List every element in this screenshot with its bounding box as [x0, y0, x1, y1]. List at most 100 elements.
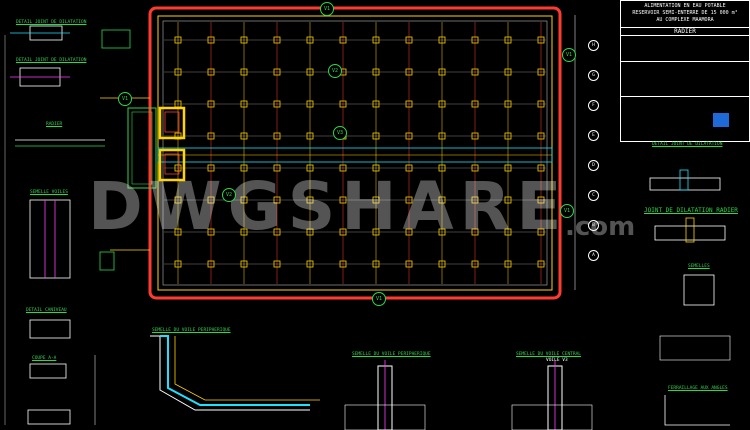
left-details: [4, 25, 131, 425]
axis-bubble-h: H: [588, 40, 599, 51]
column: [537, 164, 545, 172]
column: [207, 196, 215, 204]
column: [537, 196, 545, 204]
label-radier: RADIER: [46, 122, 63, 127]
title-line-2: RESERVOIR SEMI-ENTERRE DE 15 000 m³: [632, 10, 738, 16]
column: [405, 100, 413, 108]
column: [471, 196, 479, 204]
column: [405, 68, 413, 76]
column: [405, 228, 413, 236]
column: [537, 100, 545, 108]
column: [240, 132, 248, 140]
column: [174, 36, 182, 44]
column: [306, 132, 314, 140]
label-detail-joint-right: DETAIL JOINT DE DILATATION: [652, 142, 723, 147]
column: [537, 260, 545, 268]
axis-bubble-e: E: [588, 130, 599, 141]
wall-tag-v1: V1: [562, 48, 576, 62]
column: [207, 260, 215, 268]
column: [339, 100, 347, 108]
axis-bubble-c: C: [588, 190, 599, 201]
sheet-name: RADIER: [621, 27, 749, 36]
column: [537, 228, 545, 236]
column: [240, 68, 248, 76]
column: [306, 100, 314, 108]
column: [504, 100, 512, 108]
column: [438, 164, 446, 172]
column: [339, 164, 347, 172]
column: [471, 260, 479, 268]
column: [471, 132, 479, 140]
column: [174, 164, 182, 172]
label-semelles: SEMELLES: [688, 264, 710, 269]
reservoir-plan: [100, 6, 576, 300]
column: [273, 132, 281, 140]
column: [405, 260, 413, 268]
column: [273, 260, 281, 268]
column: [207, 132, 215, 140]
column: [471, 100, 479, 108]
column: [339, 196, 347, 204]
column: [207, 228, 215, 236]
label-semelle-voile-periph-1: SEMELLE DU VOILE PERIPHERIQUE: [152, 328, 231, 333]
column: [471, 164, 479, 172]
column: [273, 228, 281, 236]
column: [372, 68, 380, 76]
column: [240, 164, 248, 172]
column: [372, 164, 380, 172]
column: [174, 196, 182, 204]
column: [372, 260, 380, 268]
column: [174, 68, 182, 76]
column: [306, 196, 314, 204]
label-semelle-voile-periph-2: SEMELLE DU VOILE PERIPHERIQUE: [352, 352, 431, 357]
axis-bubble-g: G: [588, 70, 599, 81]
column: [504, 228, 512, 236]
column: [372, 228, 380, 236]
column: [240, 196, 248, 204]
column: [273, 36, 281, 44]
column: [372, 132, 380, 140]
label-semelle-voiles: SEMELLE VOILES: [30, 190, 68, 195]
axis-bubble-f: F: [588, 100, 599, 111]
label-voile-v3: VOILE V3: [546, 358, 568, 363]
column: [339, 260, 347, 268]
column: [537, 132, 545, 140]
wall-tag-v2: V2: [328, 64, 342, 78]
column: [438, 228, 446, 236]
title-line-3: AU COMPLEXE MAAMORA: [656, 17, 714, 23]
label-detail-joint-2: DETAIL JOINT DE DILATATION: [16, 58, 87, 63]
column: [537, 36, 545, 44]
wall-tag-v1: V1: [118, 92, 132, 106]
wall-tag-v1: V1: [320, 2, 334, 16]
axis-bubble-d: D: [588, 160, 599, 171]
column: [207, 68, 215, 76]
column: [273, 164, 281, 172]
column: [339, 228, 347, 236]
column: [273, 68, 281, 76]
column: [504, 68, 512, 76]
label-detail-joint-1: DETAIL JOINT DE DILATATION: [16, 20, 87, 25]
column: [207, 100, 215, 108]
column: [273, 196, 281, 204]
axis-bubble-b: B: [588, 220, 599, 231]
column: [438, 36, 446, 44]
column: [471, 228, 479, 236]
column: [405, 132, 413, 140]
label-coupe-aa: COUPE A-A: [32, 356, 57, 361]
column: [207, 36, 215, 44]
column: [504, 164, 512, 172]
watermark-suffix: .com: [565, 212, 636, 242]
column: [504, 132, 512, 140]
title-block: ALIMENTATION EN EAU POTABLE RESERVOIR SE…: [620, 0, 750, 142]
column: [240, 36, 248, 44]
column: [504, 196, 512, 204]
column: [471, 68, 479, 76]
label-joint-dilatation-radier: JOINT DE DILATATION RADIER: [644, 207, 738, 214]
column: [273, 100, 281, 108]
title-line-1: ALIMENTATION EN EAU POTABLE: [644, 3, 726, 9]
column: [405, 164, 413, 172]
wall-tag-v3: V3: [333, 126, 347, 140]
column: [438, 260, 446, 268]
column: [438, 196, 446, 204]
